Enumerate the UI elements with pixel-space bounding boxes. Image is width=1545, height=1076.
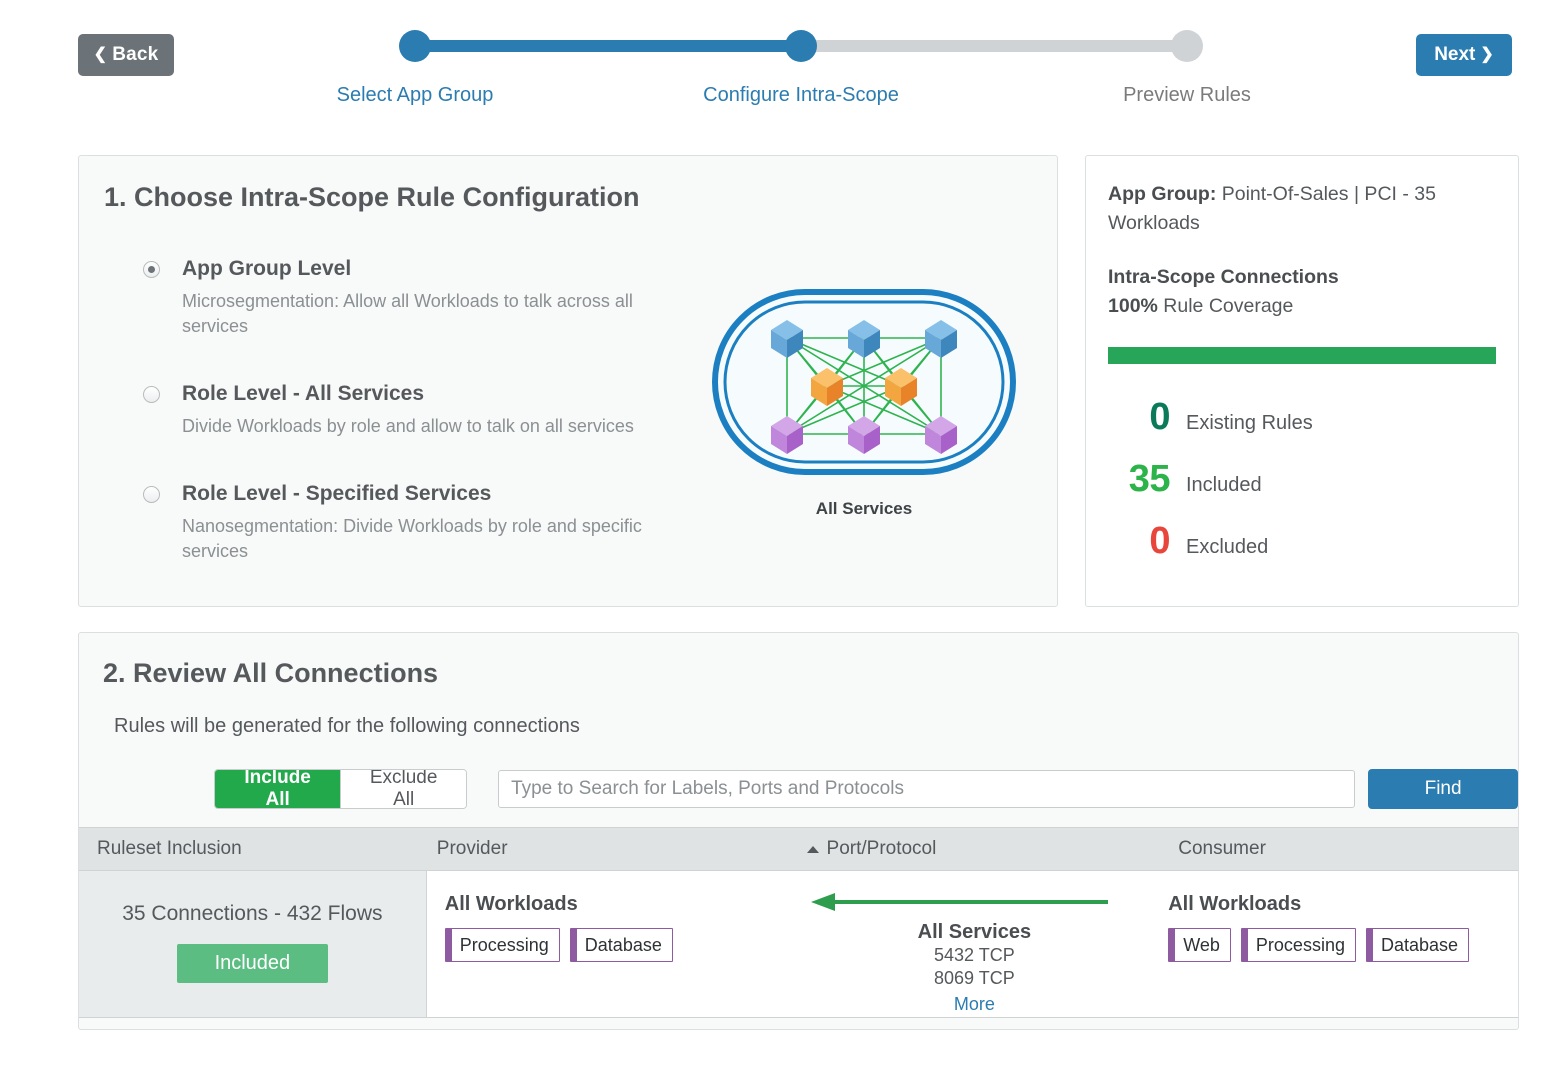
rule-coverage-line: 100% Rule Coverage xyxy=(1108,292,1496,321)
consumer-title: All Workloads xyxy=(1168,893,1302,915)
workload-cube-blue-2 xyxy=(848,320,880,358)
stat-included-label: Included xyxy=(1186,474,1262,496)
app-group-label: App Group: xyxy=(1108,183,1217,205)
rule-coverage-bar-fill xyxy=(1108,347,1496,364)
provider-label-chips: Processing Database xyxy=(444,928,789,962)
left-arrow-icon xyxy=(789,893,1161,913)
stat-existing-rules: 0 Existing Rules xyxy=(1108,396,1496,438)
service-title: All Services xyxy=(917,921,1032,943)
option-role-level-specified-services-title: Role Level - Specified Services xyxy=(182,482,492,505)
option-role-level-specified-services-desc: Nanosegmentation: Divide Workloads by ro… xyxy=(182,516,642,561)
consumer-chip-database[interactable]: Database xyxy=(1365,928,1470,962)
cell-provider: All Workloads Processing Database xyxy=(427,871,789,1017)
option-role-level-all-services-desc: Divide Workloads by role and allow to ta… xyxy=(182,416,634,436)
consumer-chip-processing[interactable]: Processing xyxy=(1240,928,1356,962)
radio-role-level-all-services[interactable] xyxy=(143,386,160,403)
column-header-port-protocol[interactable]: Port/Protocol xyxy=(789,838,1161,860)
column-header-provider[interactable]: Provider xyxy=(436,838,508,859)
consumer-chip-web[interactable]: Web xyxy=(1168,928,1231,962)
review-connections-panel: 2. Review All Connections Rules will be … xyxy=(78,632,1519,1030)
provider-chip-processing[interactable]: Processing xyxy=(444,928,560,962)
workload-cube-purple-2 xyxy=(848,416,880,454)
step-dot-2[interactable] xyxy=(785,30,817,62)
include-all-button[interactable]: Include All xyxy=(215,770,341,808)
provider-title: All Workloads xyxy=(444,893,578,915)
workload-cube-orange-1 xyxy=(811,368,843,406)
app-group-line: App Group: Point-Of-Sales | PCI - 35 Wor… xyxy=(1108,180,1496,238)
radio-app-group-level[interactable] xyxy=(143,261,160,278)
wizard-stepper: Select App Group Configure Intra-Scope P… xyxy=(337,30,1251,120)
workload-cube-purple-1 xyxy=(771,416,803,454)
section2-subtitle: Rules will be generated for the followin… xyxy=(114,715,580,737)
sort-ascending-icon xyxy=(806,845,819,853)
find-button[interactable]: Find xyxy=(1368,769,1518,809)
option-app-group-level[interactable]: App Group Level Microsegmentation: Allow… xyxy=(143,256,703,339)
stat-included-value: 35 xyxy=(1128,458,1171,500)
rule-coverage-bar-track xyxy=(1108,347,1496,364)
rule-coverage-label: Rule Coverage xyxy=(1163,295,1294,317)
service-port-2: 8069 TCP xyxy=(934,968,1015,988)
step-label-select-app-group[interactable]: Select App Group xyxy=(336,84,494,106)
section2-title: 2. Review All Connections xyxy=(103,658,439,688)
step-dot-1[interactable] xyxy=(399,30,431,62)
workload-cube-orange-2 xyxy=(885,368,917,406)
chevron-left-icon: ❮ xyxy=(93,46,108,63)
workload-cube-blue-3 xyxy=(925,320,957,358)
option-role-level-specified-services[interactable]: Role Level - Specified Services Nanosegm… xyxy=(143,481,703,564)
back-button[interactable]: ❮ Back xyxy=(78,34,174,76)
service-port-1: 5432 TCP xyxy=(934,945,1015,965)
status-badge-included[interactable]: Included xyxy=(176,944,329,983)
provider-chip-database[interactable]: Database xyxy=(569,928,673,962)
next-button-label: Next xyxy=(1434,44,1476,65)
app-group-value: Point-Of-Sales | PCI - 35 Workloads xyxy=(1108,183,1436,234)
connections-toolbar: Include All Exclude All Find xyxy=(214,769,1518,809)
step-dot-3[interactable] xyxy=(1171,30,1203,62)
table-header-row: Ruleset Inclusion Provider Port/Protocol… xyxy=(79,827,1518,871)
chevron-right-icon: ❯ xyxy=(1480,46,1494,63)
illustration-caption: All Services xyxy=(815,499,913,518)
all-services-illustration: All Services xyxy=(704,286,1024,519)
radio-role-level-specified-services[interactable] xyxy=(143,486,160,503)
rule-stats-list: 0 Existing Rules 35 Included 0 Excluded xyxy=(1108,396,1496,562)
stat-excluded-label: Excluded xyxy=(1186,536,1269,558)
table-row[interactable]: 35 Connections - 432 Flows Included All … xyxy=(79,871,1518,1018)
consumer-label-chips: Web Processing Database xyxy=(1168,928,1518,962)
stat-excluded-value: 0 xyxy=(1149,520,1170,562)
next-button[interactable]: Next ❯ xyxy=(1416,34,1512,76)
stat-existing-rules-label: Existing Rules xyxy=(1186,412,1313,434)
exclude-all-button[interactable]: Exclude All xyxy=(340,770,467,808)
step-label-configure-intra-scope[interactable]: Configure Intra-Scope xyxy=(703,84,899,106)
connections-table: Ruleset Inclusion Provider Port/Protocol… xyxy=(79,827,1518,1018)
option-role-level-all-services[interactable]: Role Level - All Services Divide Workloa… xyxy=(143,381,703,439)
stepper-track-progress xyxy=(415,40,801,52)
intra-scope-config-panel: 1. Choose Intra-Scope Rule Configuration… xyxy=(78,155,1058,607)
stat-included: 35 Included xyxy=(1108,458,1496,500)
column-header-consumer[interactable]: Consumer xyxy=(1178,838,1266,859)
workload-cube-purple-3 xyxy=(925,416,957,454)
column-header-ruleset-inclusion[interactable]: Ruleset Inclusion xyxy=(97,838,242,859)
search-input[interactable] xyxy=(498,770,1356,808)
back-button-label: Back xyxy=(112,44,159,65)
section1-title: 1. Choose Intra-Scope Rule Configuration xyxy=(104,182,640,212)
stat-excluded: 0 Excluded xyxy=(1108,520,1496,562)
cell-ruleset-inclusion: 35 Connections - 432 Flows Included xyxy=(79,871,427,1017)
option-app-group-level-desc: Microsegmentation: Allow all Workloads t… xyxy=(182,291,633,336)
wizard-header: ❮ Back Select App Group Configure Intra-… xyxy=(0,0,1545,130)
rule-configuration-radio-group: App Group Level Microsegmentation: Allow… xyxy=(143,256,703,574)
workload-cube-blue-1 xyxy=(771,320,803,358)
step-label-preview-rules[interactable]: Preview Rules xyxy=(1123,84,1251,106)
app-group-summary-panel: App Group: Point-Of-Sales | PCI - 35 Wor… xyxy=(1085,155,1519,607)
mesh-diagram-svg xyxy=(712,289,1016,475)
cell-consumer: All Workloads Web Processing Database xyxy=(1160,871,1518,1017)
more-link[interactable]: More xyxy=(953,994,995,1014)
rule-coverage-value: 100% xyxy=(1108,295,1158,317)
cell-port-protocol: All Services 5432 TCP 8069 TCP More xyxy=(789,871,1161,1017)
include-exclude-toggle-group: Include All Exclude All xyxy=(214,769,468,809)
intra-scope-connections-title: Intra-Scope Connections xyxy=(1108,266,1339,288)
connections-flows-text: 35 Connections - 432 Flows xyxy=(122,902,383,925)
option-app-group-level-title: App Group Level xyxy=(182,257,352,280)
option-role-level-all-services-title: Role Level - All Services xyxy=(182,382,425,405)
stat-existing-rules-value: 0 xyxy=(1149,396,1170,438)
